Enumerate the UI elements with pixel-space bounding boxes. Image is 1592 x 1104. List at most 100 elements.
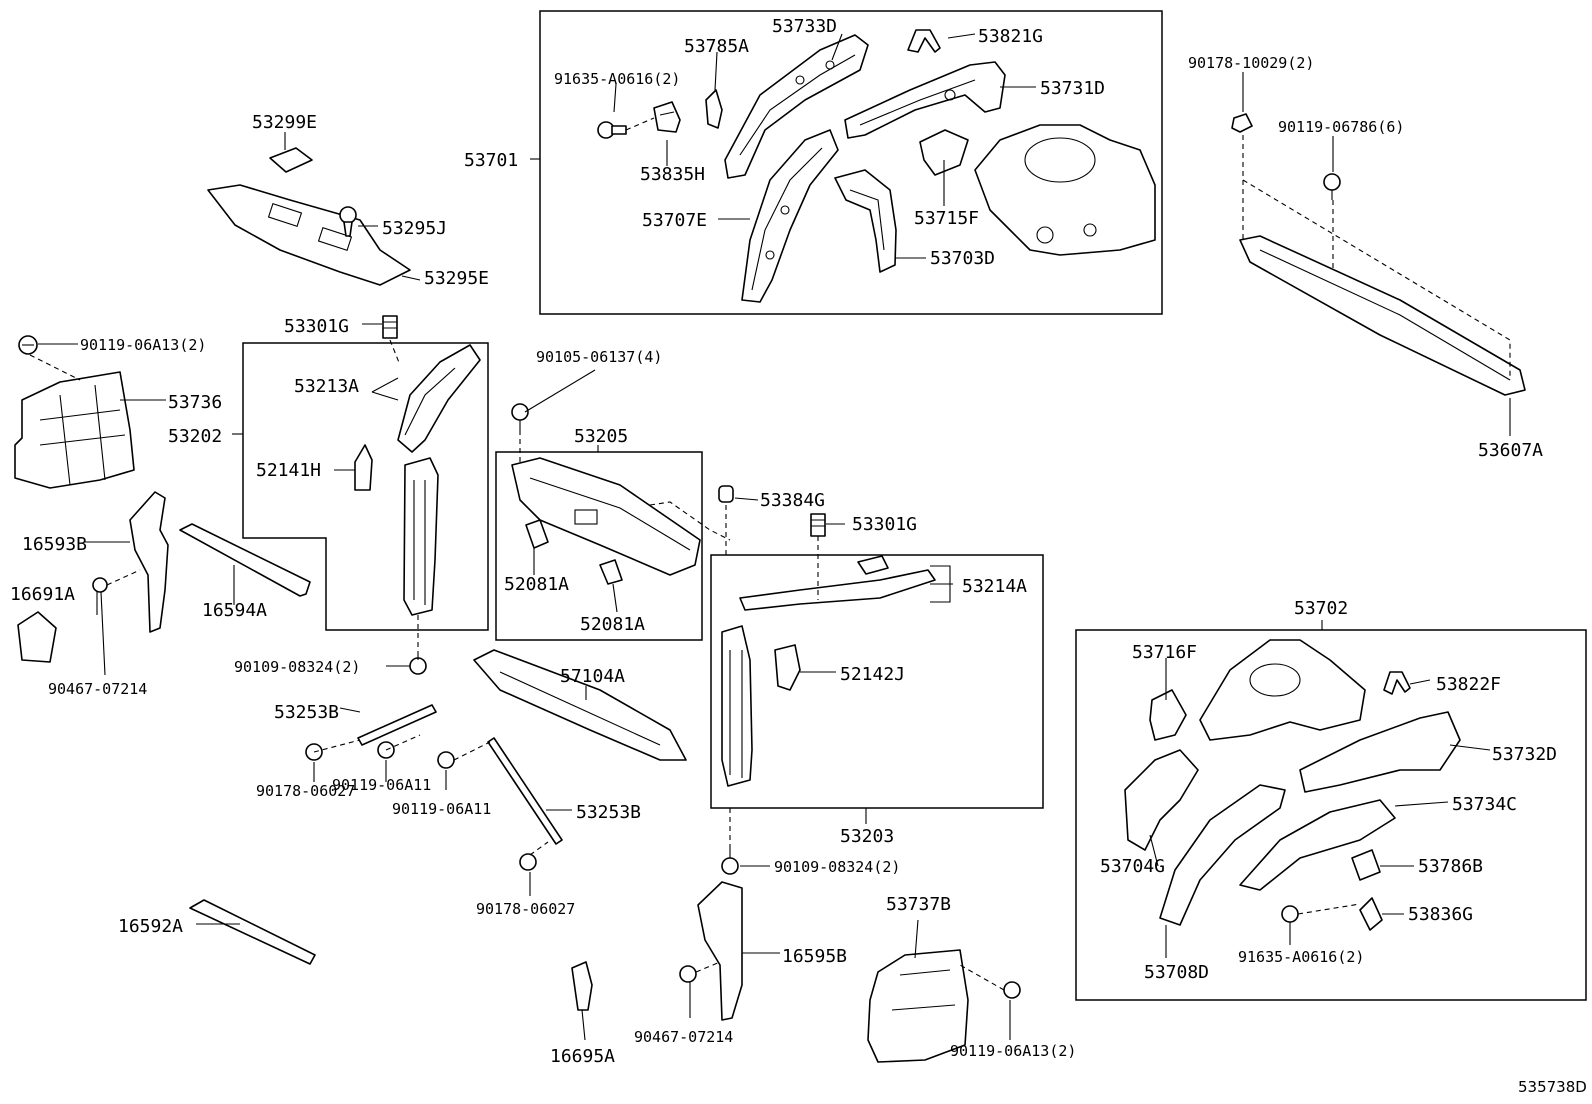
label-53822F: 53822F	[1436, 674, 1501, 695]
part-16695A	[571, 961, 593, 1011]
leader-lines	[29, 33, 1511, 1041]
part-16595B	[697, 881, 743, 1021]
label-53707E: 53707E	[642, 210, 707, 231]
label-53299E: 53299E	[252, 112, 317, 133]
group-box-53202	[242, 342, 489, 631]
label-57104A: 57104A	[560, 666, 625, 687]
bolt-90467-07214-left	[92, 577, 108, 615]
part-53821G	[907, 29, 941, 53]
part-53607A	[1239, 235, 1526, 396]
label-53733D: 53733D	[772, 16, 837, 37]
clip-53301G-right	[810, 513, 826, 537]
bolt-91635-top	[597, 121, 627, 139]
part-53213A	[397, 344, 481, 453]
part-53205	[511, 457, 701, 576]
label-53253B-bottom: 53253B	[576, 802, 641, 823]
label-53703D: 53703D	[930, 248, 995, 269]
label-90119-06A11-a: 90119-06A11	[332, 776, 431, 794]
label-90109-08324-left: 90109-08324(2)	[234, 658, 360, 676]
part-53295E	[207, 184, 411, 286]
part-53708D	[1159, 784, 1286, 926]
label-52142J: 52142J	[840, 664, 905, 685]
label-53202: 53202	[168, 426, 222, 447]
label-53732D: 53732D	[1492, 744, 1557, 765]
part-53736	[14, 371, 135, 489]
label-53785A: 53785A	[684, 36, 749, 57]
label-53607A: 53607A	[1478, 440, 1543, 461]
part-16594A	[179, 523, 311, 597]
label-16595B: 16595B	[782, 946, 847, 967]
group-box-53203	[710, 554, 1044, 809]
part-53733D	[724, 34, 869, 179]
label-53702: 53702	[1294, 598, 1348, 619]
part-53704G	[1124, 749, 1199, 851]
label-16695A: 16695A	[550, 1046, 615, 1067]
label-53384G: 53384G	[760, 490, 825, 511]
diagram-id: 535738D	[1518, 1078, 1587, 1096]
part-53715F	[919, 129, 969, 176]
label-53821G: 53821G	[978, 26, 1043, 47]
part-52142J	[774, 644, 801, 691]
clip-53301G-left	[382, 315, 398, 339]
clip-53384G	[718, 485, 734, 503]
label-53301G-left: 53301G	[284, 316, 349, 337]
label-53214A: 53214A	[962, 576, 1027, 597]
nut-90178-06027-right	[519, 853, 537, 871]
clip-53295J	[339, 206, 357, 237]
bolt-90109-08324-left	[409, 652, 427, 675]
label-90119-06A13-top: 90119-06A13(2)	[80, 336, 206, 354]
part-53253B-bottom	[487, 737, 563, 845]
label-53716F: 53716F	[1132, 642, 1197, 663]
part-53822F	[1383, 671, 1411, 695]
label-90178-06027-left: 90178-06027	[256, 782, 355, 800]
label-52081A-2: 52081A	[580, 614, 645, 635]
label-53786B: 53786B	[1418, 856, 1483, 877]
label-53704G: 53704G	[1100, 856, 1165, 877]
part-53785A	[705, 89, 723, 129]
label-53203: 53203	[840, 826, 894, 847]
label-53213A: 53213A	[294, 376, 359, 397]
label-16594A: 16594A	[202, 600, 267, 621]
part-53737B	[867, 949, 969, 1063]
part-53732D	[1299, 711, 1461, 793]
part-53835H	[653, 101, 681, 133]
label-53295E: 53295E	[424, 268, 489, 289]
label-91635-A0616-bottom: 91635-A0616(2)	[1238, 948, 1364, 966]
part-53786B	[1351, 849, 1381, 881]
label-90119-06786: 90119-06786(6)	[1278, 118, 1404, 136]
group-box-53205	[495, 451, 703, 641]
label-53734C: 53734C	[1452, 794, 1517, 815]
bolt-90119-06A11-b	[437, 751, 455, 769]
label-53301G-right: 53301G	[852, 514, 917, 535]
bolt-90109-08324-right	[721, 848, 739, 875]
label-53835H: 53835H	[640, 164, 705, 185]
label-16593B: 16593B	[22, 534, 87, 555]
part-53214A	[739, 555, 936, 611]
part-16593B	[129, 491, 169, 633]
label-52081A-1: 52081A	[504, 574, 569, 595]
bolt-91635-bottom	[1281, 905, 1299, 923]
label-53836G: 53836G	[1408, 904, 1473, 925]
part-53836G	[1359, 897, 1383, 931]
label-53205: 53205	[574, 426, 628, 447]
label-90178-06027-right: 90178-06027	[476, 900, 575, 918]
label-53708D: 53708D	[1144, 962, 1209, 983]
label-90109-08324-right: 90109-08324(2)	[774, 858, 900, 876]
group-box-53702	[1075, 629, 1587, 1001]
part-53731D	[844, 61, 1006, 139]
part-53202-column	[403, 457, 439, 616]
part-apron-53702	[1199, 639, 1366, 741]
part-53703D	[834, 169, 897, 273]
part-52081A-2	[599, 559, 623, 585]
label-90119-06A11-b: 90119-06A11	[392, 800, 491, 818]
bolt-90119-06A13-top	[18, 335, 38, 355]
label-52141H: 52141H	[256, 460, 321, 481]
part-52141H	[354, 444, 373, 491]
nut-90178-10029	[1231, 113, 1253, 133]
part-53299E	[269, 147, 313, 173]
bolt-90119-06A13-bottom	[1003, 981, 1021, 999]
part-57104A	[473, 649, 687, 761]
label-90178-10029: 90178-10029(2)	[1188, 54, 1314, 72]
part-52081A-1	[525, 519, 549, 549]
